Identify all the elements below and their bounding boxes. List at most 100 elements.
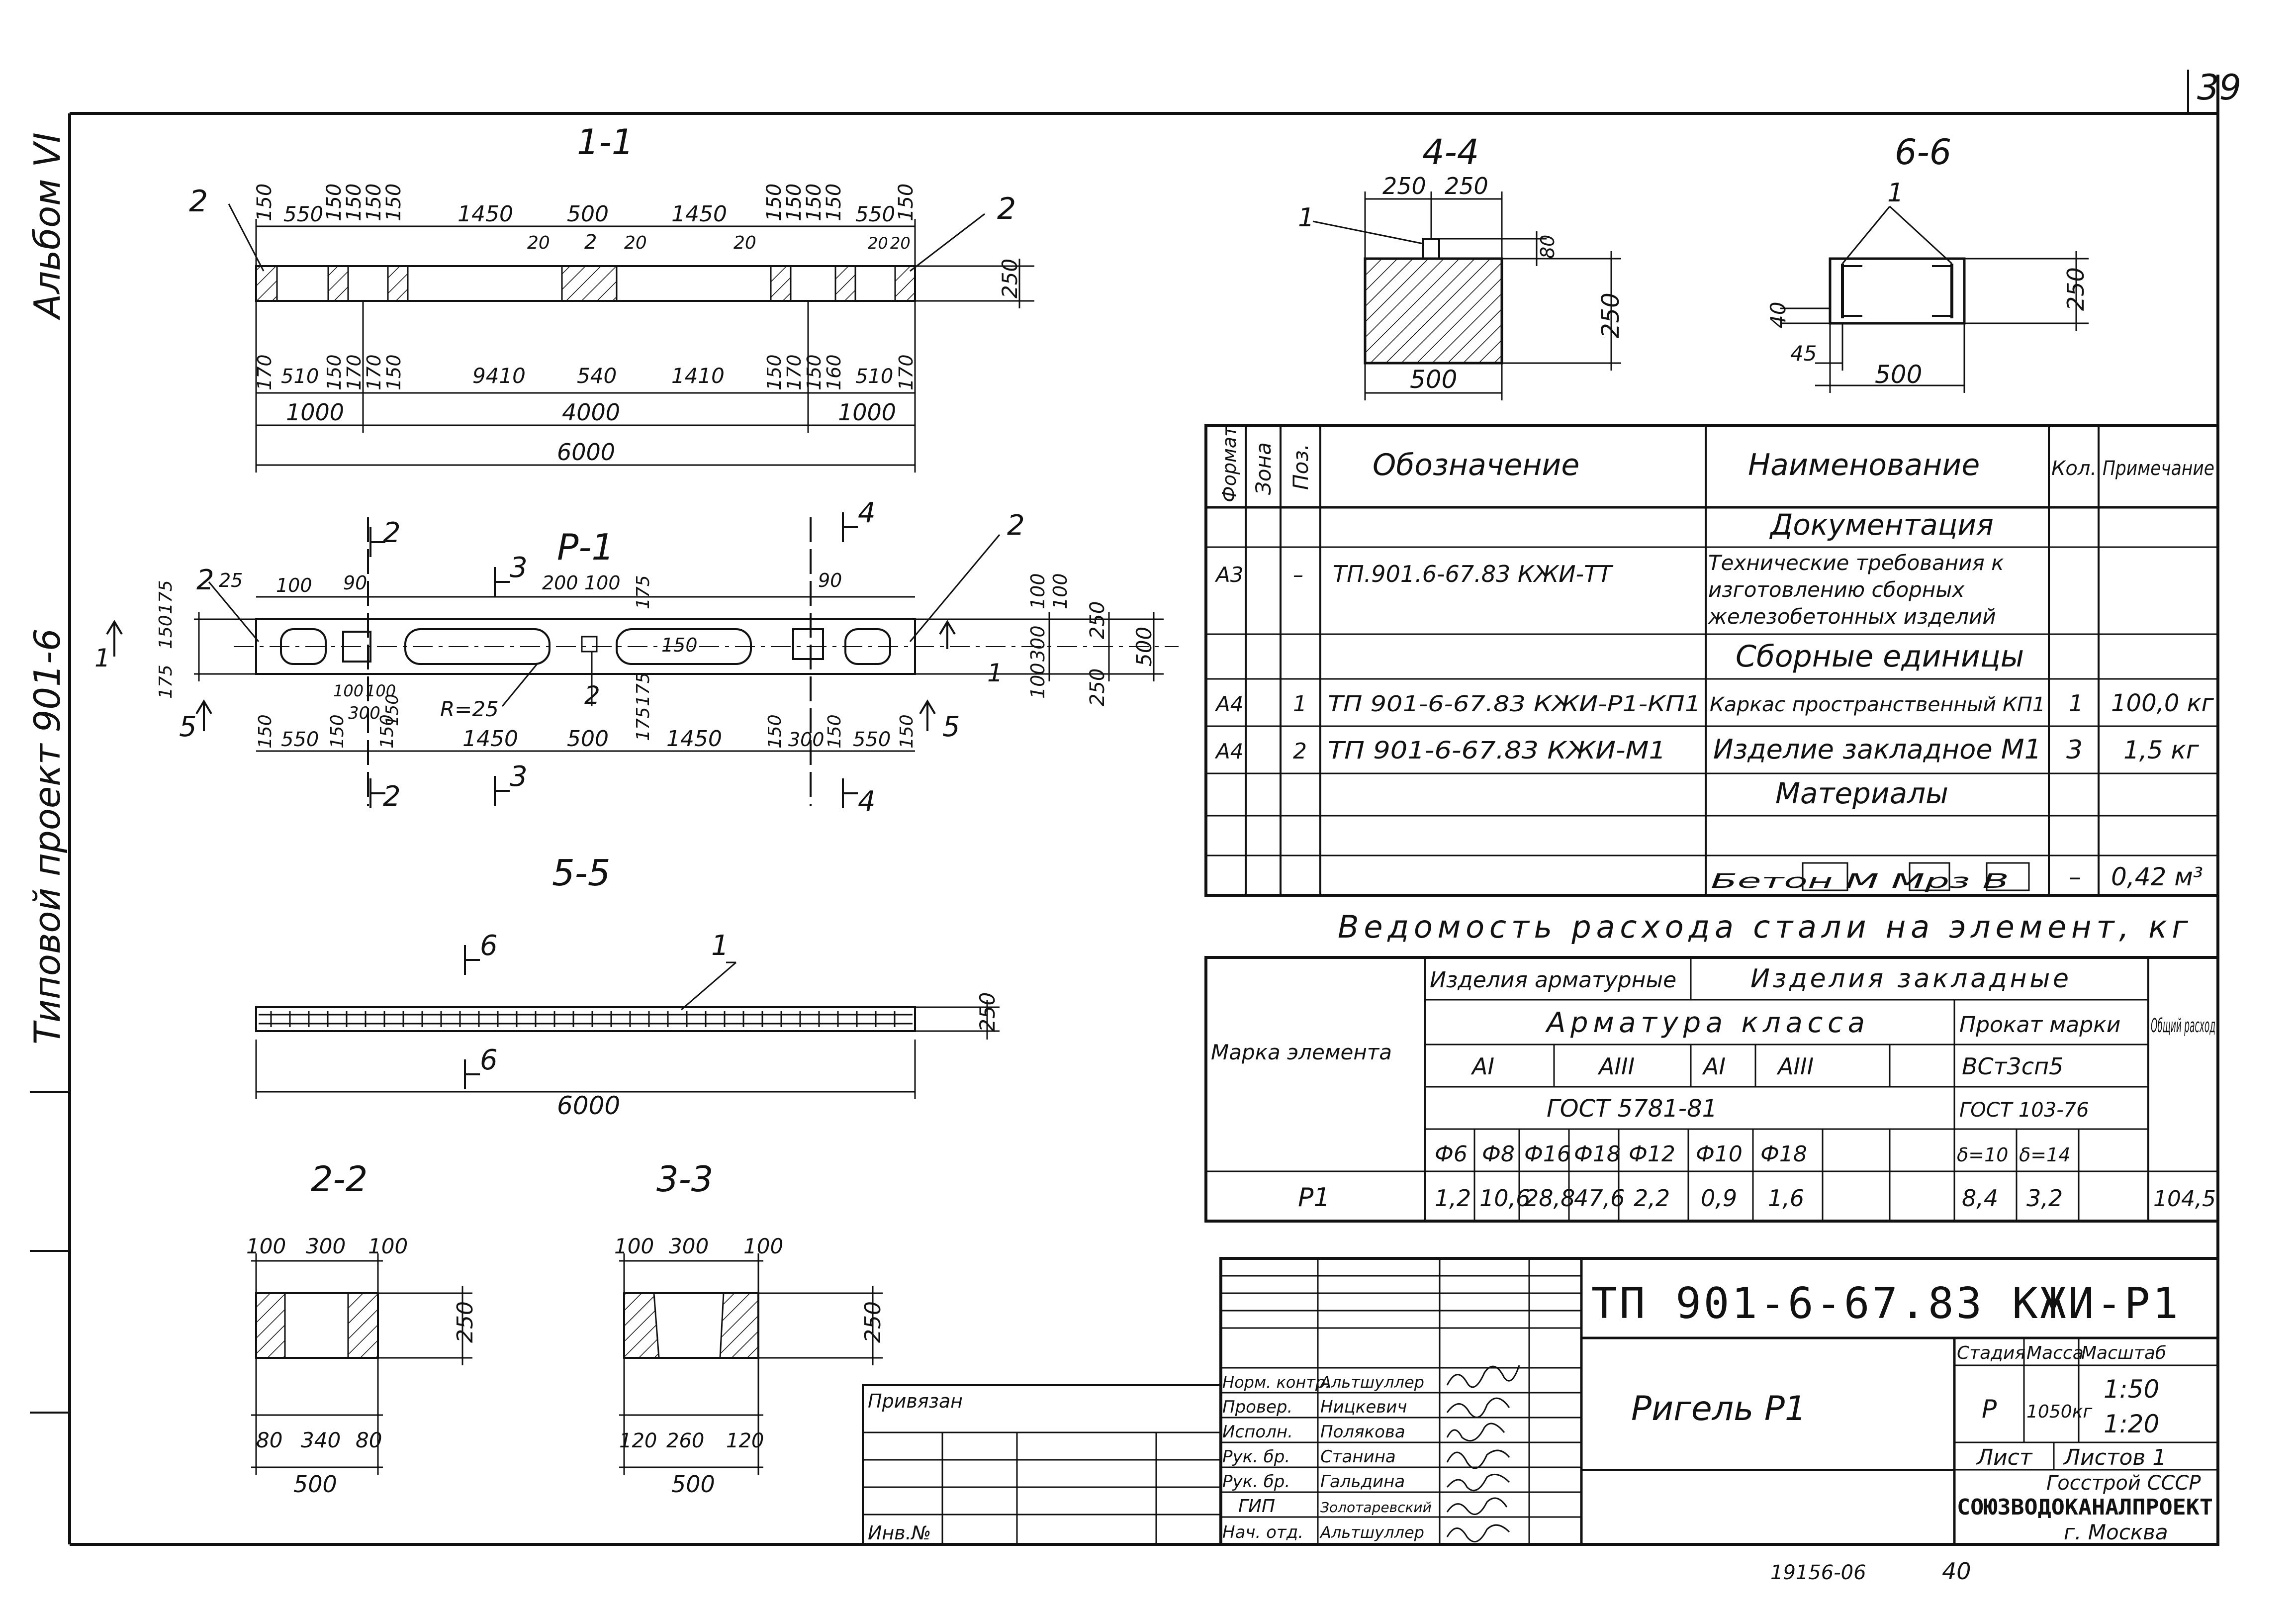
s11-pos-left: 2 bbox=[189, 184, 208, 219]
p1-inner-2: 175 bbox=[633, 707, 653, 741]
s66-title: 6-6 bbox=[1895, 132, 1951, 173]
s66-pos: 1 bbox=[1887, 178, 1904, 208]
inv-label: Инв.№ bbox=[868, 1522, 931, 1544]
p1-left-0: 175 bbox=[156, 665, 176, 699]
p1-left-1: 150 bbox=[156, 615, 176, 649]
steel-val-0: 1,2 bbox=[1435, 1185, 1471, 1212]
steel-dia-2: Ф16 bbox=[1524, 1141, 1571, 1167]
plan-p1-title: Р-1 bbox=[557, 526, 614, 568]
p1-cut-1l: 1 bbox=[94, 644, 110, 672]
spec-row3-pos: 1 bbox=[1293, 691, 1307, 717]
s11-bottom-0: 170 bbox=[254, 354, 276, 390]
spec-row3-format: А4 bbox=[1214, 692, 1243, 716]
spec-row3-name: Каркас пространственный КП1 bbox=[1710, 693, 2045, 716]
s11-overall-right: 1000 bbox=[838, 399, 896, 426]
p1-bottom-0: 150 bbox=[255, 714, 276, 749]
p1-cut-3t: 3 bbox=[510, 552, 528, 584]
s55-cut-bot: 6 bbox=[480, 1044, 498, 1076]
spec-row0-name: Документация bbox=[1769, 508, 1994, 542]
steel-class-3: АIII bbox=[1776, 1053, 1814, 1080]
section-5-5: 5-5 1 6 6 250 6000 bbox=[255, 852, 1000, 1120]
spec-row6-note: 0,42 м³ bbox=[2111, 862, 2203, 891]
document-code: ТП 901-6-67.83 КЖИ-Р1 bbox=[1591, 1279, 2178, 1329]
s11-small-5: 20 bbox=[890, 234, 911, 253]
steel-rolled-grade: ВСт3сп5 bbox=[1962, 1053, 2063, 1080]
stage-value: Р bbox=[1982, 1395, 1997, 1424]
s11-bottom-3: 170 bbox=[343, 354, 365, 390]
section-3-3: 3-3 100 300 100 250 120 260 120 500 bbox=[614, 1159, 886, 1498]
s11-bottom-9: 150 bbox=[763, 354, 785, 390]
plan-p1: Р-1 1 1 bbox=[94, 497, 1179, 818]
spec-row4-pos: 2 bbox=[1293, 739, 1307, 764]
page-number: 39 bbox=[2197, 67, 2241, 108]
org-line-2: СОЮЗВОДОКАНАЛПРОЕКТ bbox=[1957, 1495, 2213, 1520]
spec-header-note: Примечание bbox=[2103, 457, 2214, 480]
p1-cut-2b: 2 bbox=[383, 780, 401, 813]
s11-top-dim-8: 1450 bbox=[671, 201, 727, 227]
s11-top-dim-6: 1450 bbox=[458, 201, 513, 227]
p1-top-2: 90 bbox=[343, 572, 367, 594]
s55-overall: 6000 bbox=[557, 1091, 620, 1120]
s11-top-dim-4: 150 bbox=[363, 184, 385, 221]
role-3: Рук. бр. bbox=[1222, 1447, 1290, 1467]
s11-bottom-11: 150 bbox=[803, 354, 825, 390]
s11-bottom-5: 150 bbox=[383, 354, 405, 390]
p1-bottom-10: 550 bbox=[853, 728, 891, 751]
person-5: Золотаревский bbox=[1320, 1499, 1432, 1516]
p1-right-1: 300 bbox=[1027, 625, 1049, 662]
role-1: Провер. bbox=[1222, 1397, 1292, 1417]
s66-bottom: 500 bbox=[1875, 360, 1922, 389]
s22-top-1: 300 bbox=[306, 1234, 346, 1258]
s11-small-1: 2 bbox=[584, 231, 597, 254]
steel-dia-0: Ф6 bbox=[1435, 1141, 1468, 1167]
s11-small-4: 20 bbox=[868, 234, 888, 253]
p1-cut-1r: 1 bbox=[987, 659, 1003, 687]
s22-bot-0: 80 bbox=[256, 1428, 282, 1452]
steel-dia-6: Ф18 bbox=[1760, 1141, 1807, 1167]
role-6: Нач. отд. bbox=[1222, 1522, 1303, 1542]
steel-rolled: Прокат марки bbox=[1959, 1012, 2120, 1038]
s22-top-2: 100 bbox=[368, 1234, 408, 1258]
person-0: Альтшуллер bbox=[1319, 1373, 1424, 1392]
p1-cut-3b: 3 bbox=[510, 760, 528, 793]
steel-mark-header: Марка элемента bbox=[1211, 1040, 1392, 1064]
s66-bottom-small: 45 bbox=[1790, 341, 1817, 366]
s11-pos-right: 2 bbox=[997, 191, 1016, 226]
p1-right-0: 100 bbox=[1027, 663, 1049, 699]
p1-right-4: 250 bbox=[1086, 668, 1109, 706]
p1-cut-4t: 4 bbox=[858, 497, 876, 529]
s55-pos: 1 bbox=[711, 930, 729, 962]
steel-title: Ведомость расхода стали на элемент, кг bbox=[1338, 909, 2188, 945]
person-1: Ницкевич bbox=[1320, 1397, 1407, 1417]
steel-group-embed: Изделия закладные bbox=[1750, 964, 2069, 994]
s11-small-3: 20 bbox=[734, 233, 756, 253]
s11-bottom-2: 150 bbox=[323, 354, 345, 390]
p1-inner-0: 150 bbox=[661, 634, 698, 656]
s11-top-dim-14: 150 bbox=[895, 184, 918, 221]
p1-bottom-9: 150 bbox=[825, 714, 845, 749]
s33-top-1: 300 bbox=[669, 1234, 709, 1258]
mass-value: 1050кг bbox=[2026, 1402, 2093, 1422]
s11-overall-mid: 4000 bbox=[562, 399, 620, 426]
p1-lower-2: 300 bbox=[348, 703, 380, 723]
album-label: Альбом VI bbox=[26, 132, 68, 320]
p1-radius: R=25 bbox=[440, 697, 499, 721]
s11-top-dim-10: 150 bbox=[783, 184, 806, 221]
steel-dia-8: δ=14 bbox=[2019, 1144, 2070, 1166]
steel-dia-5: Ф10 bbox=[1696, 1141, 1743, 1167]
p1-cut-5l: 5 bbox=[179, 711, 197, 743]
s33-bot-1: 260 bbox=[666, 1429, 704, 1452]
spec-row6-name: Бетон М Мрз В bbox=[1711, 870, 2009, 893]
p1-left-2: 175 bbox=[156, 580, 176, 614]
spec-row2-name: Сборные единицы bbox=[1736, 639, 2024, 674]
s11-overall-left: 1000 bbox=[286, 399, 344, 426]
s22-bot-2: 80 bbox=[356, 1428, 382, 1452]
steel-dia-7: δ=10 bbox=[1957, 1144, 2008, 1166]
spec-row1-pos: – bbox=[1293, 563, 1303, 587]
signatures bbox=[1446, 1365, 1520, 1542]
role-0: Норм. контр. bbox=[1222, 1373, 1330, 1392]
p1-bottom-4: 1450 bbox=[462, 726, 518, 752]
s11-bottom-4: 170 bbox=[363, 354, 385, 390]
p1-pos-right: 2 bbox=[1007, 509, 1025, 542]
sheets-label: Листов 1 bbox=[2063, 1445, 2166, 1470]
